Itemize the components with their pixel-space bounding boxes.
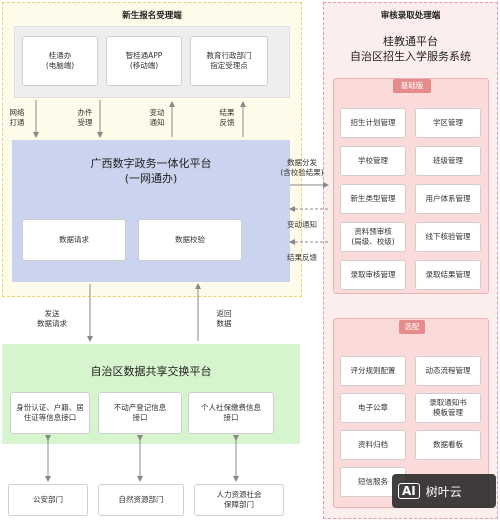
basic-item-label: 新生类型管理 xyxy=(350,194,396,203)
optional-item-label: 动态流程管理 xyxy=(425,366,471,375)
data-verify-button[interactable]: 数据校验 xyxy=(138,219,242,261)
basic-item-label: 录取审核管理 xyxy=(350,270,396,279)
basic-item-label: 录取结果管理 xyxy=(425,270,471,279)
optional-item: 录取通知书模板管理 xyxy=(415,393,481,423)
watermark-logo: AI xyxy=(398,483,420,499)
optional-item: 评分规则配置 xyxy=(340,356,406,386)
optional-item-label: 资料归档 xyxy=(358,440,388,449)
dept-natural-resources: 自然资源部门 xyxy=(98,484,184,516)
label-result-feedback: 结果反馈 xyxy=(219,108,235,127)
basic-item: 用户体系管理 xyxy=(415,184,481,214)
basic-item: 新生类型管理 xyxy=(340,184,406,214)
interface-identity: 身份认证、户籍、居 住证等信息接口 xyxy=(10,392,90,434)
review-side-title: 审核录取处理端 xyxy=(380,11,441,21)
basic-item-sublabel: (局级、校级) xyxy=(351,237,395,246)
basic-item: 班级管理 xyxy=(415,146,481,176)
optional-item: 资料归档 xyxy=(340,430,406,460)
optional-item-sublabel: 模板管理 xyxy=(433,408,463,417)
optional-item: 数据看板 xyxy=(415,430,481,460)
label-network: 网络打通 xyxy=(9,108,25,127)
channel-app-sublabel: (移动端) xyxy=(129,61,159,70)
channel-pc: 桂通办 (电脑端) xyxy=(22,36,98,86)
basic-item: 资料预审核(局级、校级) xyxy=(340,222,406,252)
enrollment-side-title: 新生报名受理端 xyxy=(122,11,182,21)
basic-item-label: 招生计划管理 xyxy=(350,118,396,127)
channel-office-label: 教育行政部门 xyxy=(206,51,252,60)
optional-item: 电子公章 xyxy=(340,393,406,423)
basic-item-label: 资料预审核 xyxy=(354,227,392,236)
label-change-notice: 变动通知 xyxy=(149,108,165,127)
gov-platform-title: 广西数字政务一体化平台 (一网通办) xyxy=(90,157,212,185)
basic-item: 线下核验管理 xyxy=(415,222,481,252)
optional-badge: 选配 xyxy=(399,320,425,334)
optional-item-label: 电子公章 xyxy=(358,403,388,412)
basic-item-label: 班级管理 xyxy=(433,156,463,165)
interface-real-estate: 不动产登记信息 接口 xyxy=(98,392,182,434)
basic-item: 录取结果管理 xyxy=(415,260,481,290)
basic-version-badge: 基础版 xyxy=(393,79,431,93)
dept-public-security: 公安部门 xyxy=(8,484,88,516)
basic-item: 学区管理 xyxy=(415,108,481,138)
watermark-text: 树叶云 xyxy=(425,484,462,499)
label-data-dispatch: 数据分发(含校验结果) xyxy=(280,158,324,177)
basic-item-label: 学区管理 xyxy=(433,118,463,127)
optional-item-label: 短信服务 xyxy=(358,477,388,486)
optional-item: 动态流程管理 xyxy=(415,356,481,386)
basic-item-label: 线下核验管理 xyxy=(425,232,471,241)
basic-item-label: 用户体系管理 xyxy=(425,194,471,203)
channel-pc-label: 桂通办 xyxy=(48,51,72,60)
optional-item-label: 评分规则配置 xyxy=(350,366,396,375)
label-accept: 办件受理 xyxy=(77,108,93,127)
channel-app: 智桂通APP (移动端) xyxy=(106,36,182,86)
channel-office-sublabel: 指定受理点 xyxy=(210,61,248,70)
dept-human-resources: 人力资源社会 保障部门 xyxy=(194,484,284,516)
interface-social-security: 个人社保缴费信息 接口 xyxy=(188,392,274,434)
label-return-data: 返回数据 xyxy=(216,309,232,328)
channel-pc-sublabel: (电脑端) xyxy=(45,61,75,70)
basic-item: 录取审核管理 xyxy=(340,260,406,290)
data-request-button[interactable]: 数据请求 xyxy=(22,219,126,261)
exchange-platform-title: 自治区数据共享交换平台 xyxy=(90,365,212,378)
basic-item-label: 学校管理 xyxy=(358,156,388,165)
review-platform-title: 桂教通平台 自治区招生入学服务系统 xyxy=(350,35,471,63)
label-send-request: 发送数据请求 xyxy=(37,309,67,328)
label-result-feedback-mid: 结果反馈 xyxy=(287,253,317,262)
channel-office: 教育行政部门 指定受理点 xyxy=(190,36,268,86)
optional-item-label: 录取通知书 xyxy=(429,398,467,407)
basic-item: 学校管理 xyxy=(340,146,406,176)
label-change-notice-mid: 变动通知 xyxy=(287,220,317,229)
watermark: AI 树叶云 xyxy=(392,474,496,508)
channel-app-label: 智桂通APP xyxy=(125,51,163,60)
basic-item: 招生计划管理 xyxy=(340,108,406,138)
optional-item-label: 数据看板 xyxy=(433,440,463,449)
